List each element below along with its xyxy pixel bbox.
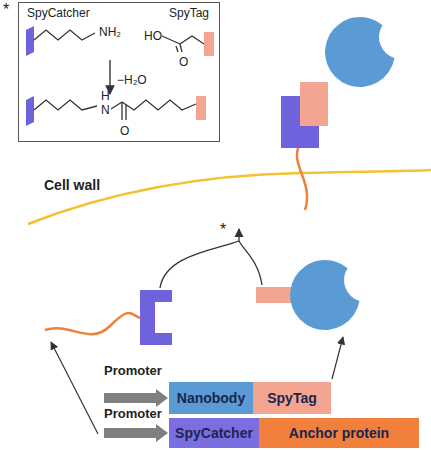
- reaction-marker: *: [220, 221, 226, 238]
- gene-box: Anchor protein: [259, 418, 419, 448]
- spytag-domain: [300, 82, 328, 126]
- promoter-arrow: [104, 424, 168, 442]
- acid-chain: [162, 36, 204, 52]
- product-chain: [34, 100, 97, 110]
- chem-atom: H: [101, 89, 110, 103]
- gene-label: SpyTag: [267, 390, 317, 406]
- chem-atom: O: [179, 55, 188, 69]
- spycatcher-bar: [26, 96, 34, 126]
- chem-atom: N: [101, 103, 110, 117]
- spytag-domain: [256, 287, 292, 303]
- spycatcher-bar: [26, 26, 34, 56]
- nanobody-shape: [290, 260, 359, 330]
- amide-chain: [111, 100, 196, 120]
- anchor-chain: [45, 313, 140, 334]
- gene-box: SpyTag: [253, 382, 331, 414]
- gene-label: SpyCatcher: [175, 425, 253, 441]
- promoter-label: Promoter: [104, 364, 162, 378]
- expression-arrow: [51, 342, 98, 434]
- gene-box: SpyCatcher: [169, 418, 259, 448]
- merge-line: [239, 241, 262, 285]
- part-name: SpyCatcher: [27, 6, 90, 20]
- spytag-bar: [204, 32, 214, 56]
- spycatcher-domain: [140, 290, 172, 345]
- chem-byproduct: −H₂O: [117, 73, 147, 87]
- chem-atom: O: [120, 124, 129, 138]
- reaction-marker: *: [3, 1, 9, 19]
- chem-group: HO: [144, 29, 162, 43]
- promoter-label: Promoter: [104, 407, 162, 421]
- lysine-chain: [34, 30, 95, 40]
- chem-group: NH₂: [99, 25, 121, 39]
- reaction-arrow: [109, 60, 110, 94]
- part-name: SpyTag: [169, 6, 209, 20]
- reaction-inset: *SpyCatcherSpyTagNH₂HOO−H₂OHNO: [18, 2, 220, 142]
- structure-label: Cell wall: [44, 178, 100, 193]
- cell-wall-line: [28, 170, 431, 224]
- gene-label: Nanobody: [177, 390, 245, 406]
- promoter-arrow: [104, 389, 168, 407]
- expression-arrow: [332, 337, 343, 379]
- spytag-bar: [196, 96, 206, 120]
- gene-box: Nanobody: [169, 382, 253, 414]
- anchor-chain: [297, 146, 307, 210]
- gene-label: Anchor protein: [289, 425, 389, 441]
- nanobody-shape: [325, 17, 394, 87]
- merge-line: [160, 241, 239, 288]
- merge-arrow: [238, 229, 239, 241]
